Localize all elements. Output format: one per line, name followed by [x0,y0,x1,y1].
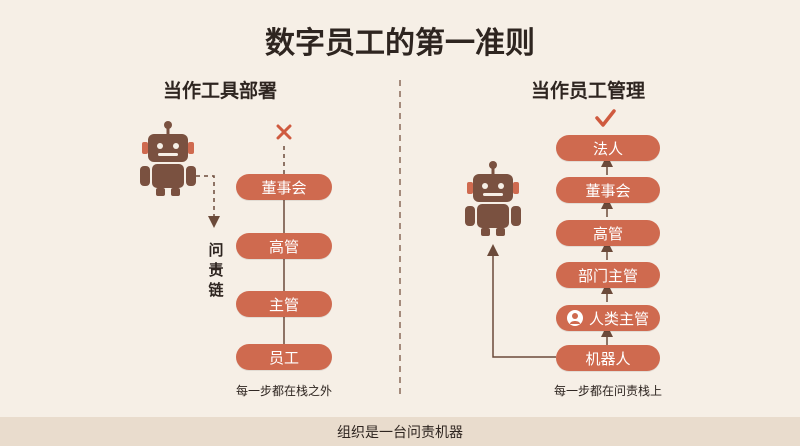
footer-text: 组织是一台问责机器 [337,424,463,441]
right-chain-robot: 机器人 [556,345,660,371]
left-chain-board: 董事会 [236,174,332,200]
left-subtitle: 当作工具部署 [162,80,277,102]
left-chain-supervisor: 主管 [236,291,332,317]
person-icon [566,310,583,326]
right-subtitle: 当作员工管理 [530,80,645,102]
right-chain-legal-entity: 法人 [556,135,660,161]
right-caption: 每一步都在问责栈上 [553,384,662,398]
right-chain-executives: 高管 [556,220,660,246]
right-chain-human-supervisor: 人类主管 [556,305,660,331]
robot-icon-left [140,121,196,196]
right-chain-board: 董事会 [556,177,660,203]
page-title: 数字员工的第一准则 [265,26,535,61]
right-chain-department-head: 部门主管 [556,262,660,288]
left-chain-employee: 员工 [236,344,332,370]
left-chain-executives: 高管 [236,233,332,259]
right-robot-arrow [487,244,556,358]
left-caption: 每一步都在栈之外 [235,384,332,398]
accountability-chain-label: 问责链 [208,241,224,299]
human-supervisor-label: 人类主管 [588,309,649,328]
check-icon [595,109,616,127]
left-robot-dashed-arrow [196,175,220,228]
footer-banner: 组织是一台问责机器 [0,417,800,446]
cross-icon [276,124,292,140]
robot-icon-right [465,161,521,236]
